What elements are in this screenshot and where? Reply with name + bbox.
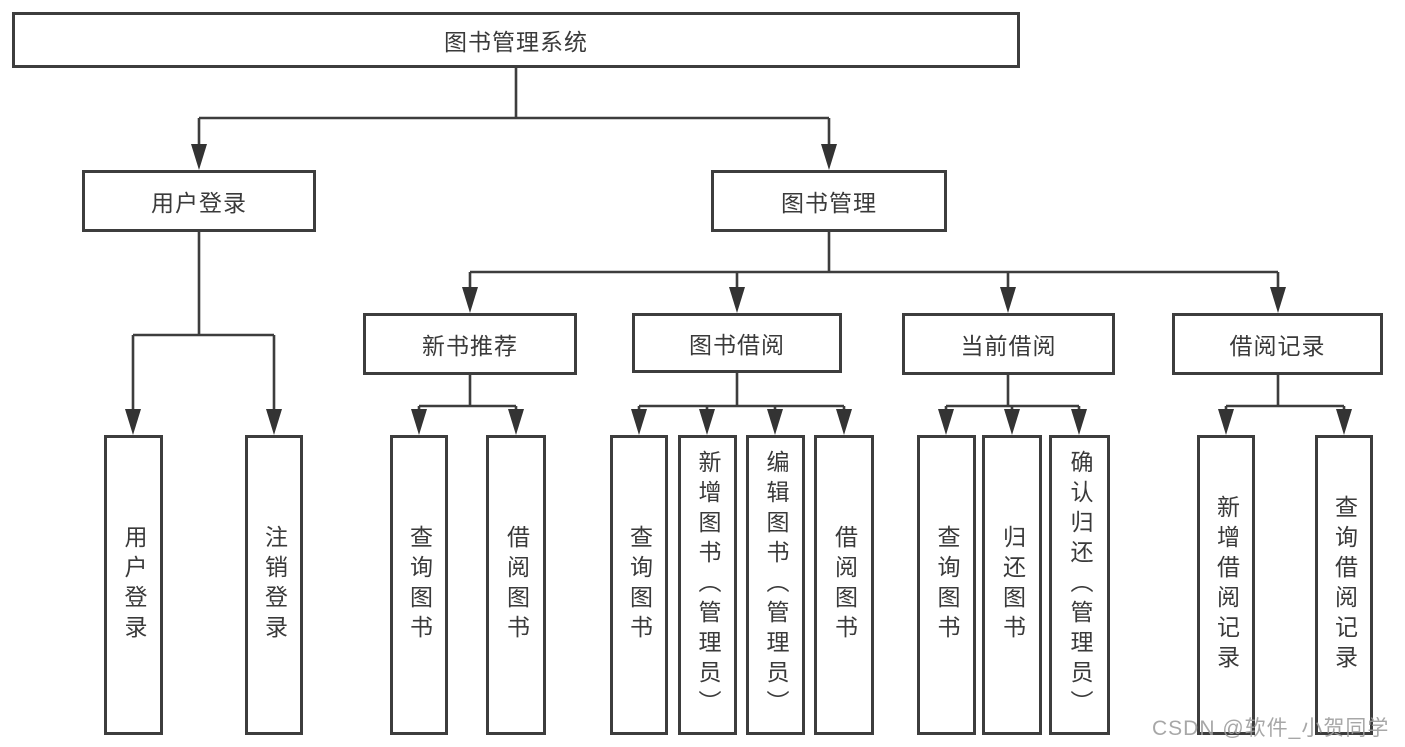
connector-new-book-children xyxy=(411,375,524,435)
connector-current-borrow-children xyxy=(938,375,1087,435)
node-label: 图书管理系统 xyxy=(444,29,588,55)
node-label: 查询图书 xyxy=(934,525,960,645)
node-root: 图书管理系统 xyxy=(12,12,1020,68)
arrowhead xyxy=(729,287,745,313)
csdn-watermark: CSDN @软件_小贺同学 xyxy=(1152,717,1390,740)
arrowhead xyxy=(1218,409,1234,435)
node-label: 新增借阅记录 xyxy=(1213,495,1240,675)
node-label: 借阅图书 xyxy=(831,525,858,645)
node-label: 确认归还（管理员） xyxy=(1067,450,1093,720)
leaf-add-book-admin: 新增图书（管理员） xyxy=(678,435,737,735)
leaf-user-login: 用户登录 xyxy=(104,435,163,735)
arrowhead xyxy=(266,409,282,435)
arrowhead xyxy=(767,409,783,435)
leaf-add-borrow-record: 新增借阅记录 xyxy=(1197,435,1255,735)
node-label: 编辑图书（管理员） xyxy=(763,450,789,720)
arrowhead xyxy=(191,144,207,170)
leaf-query-borrow-record: 查询借阅记录 xyxy=(1315,435,1373,735)
arrowhead xyxy=(821,144,837,170)
leaf-query-book-recommend: 查询图书 xyxy=(390,435,448,735)
arrowhead xyxy=(836,409,852,435)
node-label: 新书推荐 xyxy=(422,333,518,359)
leaf-edit-book-admin: 编辑图书（管理员） xyxy=(746,435,805,735)
node-label: 当前借阅 xyxy=(960,333,1057,359)
leaf-logout: 注销登录 xyxy=(245,435,303,735)
connector-book-borrow-children xyxy=(631,373,852,435)
node-book-borrow: 图书借阅 xyxy=(632,313,842,373)
arrowhead xyxy=(699,409,715,435)
arrowhead xyxy=(938,409,954,435)
arrowhead xyxy=(1004,409,1020,435)
leaf-return-book: 归还图书 xyxy=(982,435,1042,735)
arrowhead xyxy=(1000,287,1016,313)
arrowhead xyxy=(1336,409,1352,435)
leaf-borrow-book-recommend: 借阅图书 xyxy=(486,435,546,735)
connector-book-mgmt-children xyxy=(462,232,1286,313)
leaf-confirm-return-admin: 确认归还（管理员） xyxy=(1049,435,1110,735)
arrowhead xyxy=(631,409,647,435)
node-user-login: 用户登录 xyxy=(82,170,316,232)
arrowhead xyxy=(125,409,141,435)
node-label: 查询图书 xyxy=(626,525,653,645)
node-label: 查询借阅记录 xyxy=(1331,495,1358,675)
arrowhead xyxy=(462,287,478,313)
node-label: 用户登录 xyxy=(151,190,247,216)
node-label: 图书管理 xyxy=(781,190,877,216)
arrowhead xyxy=(1270,287,1286,313)
leaf-borrow-book: 借阅图书 xyxy=(814,435,874,735)
node-label: 图书借阅 xyxy=(689,332,785,358)
leaf-query-book-borrow: 查询图书 xyxy=(610,435,668,735)
node-borrow-record: 借阅记录 xyxy=(1172,313,1383,375)
node-label: 注销登录 xyxy=(261,525,288,645)
arrowhead xyxy=(1071,409,1087,435)
node-current-borrow: 当前借阅 xyxy=(902,313,1115,375)
node-new-book-recommend: 新书推荐 xyxy=(363,313,577,375)
node-label: 借阅记录 xyxy=(1229,333,1326,359)
node-label: 借阅图书 xyxy=(503,525,530,645)
arrowhead xyxy=(411,409,427,435)
connector-root-to-level2 xyxy=(191,68,837,170)
node-book-mgmt: 图书管理 xyxy=(711,170,947,232)
leaf-query-book-current: 查询图书 xyxy=(917,435,976,735)
node-label: 归还图书 xyxy=(999,525,1026,645)
node-label: 用户登录 xyxy=(121,525,147,645)
node-label: 查询图书 xyxy=(406,525,433,645)
arrowhead xyxy=(508,409,524,435)
connector-user-login-children xyxy=(125,232,282,435)
connector-borrow-record-children xyxy=(1218,375,1352,435)
node-label: 新增图书（管理员） xyxy=(695,450,721,720)
